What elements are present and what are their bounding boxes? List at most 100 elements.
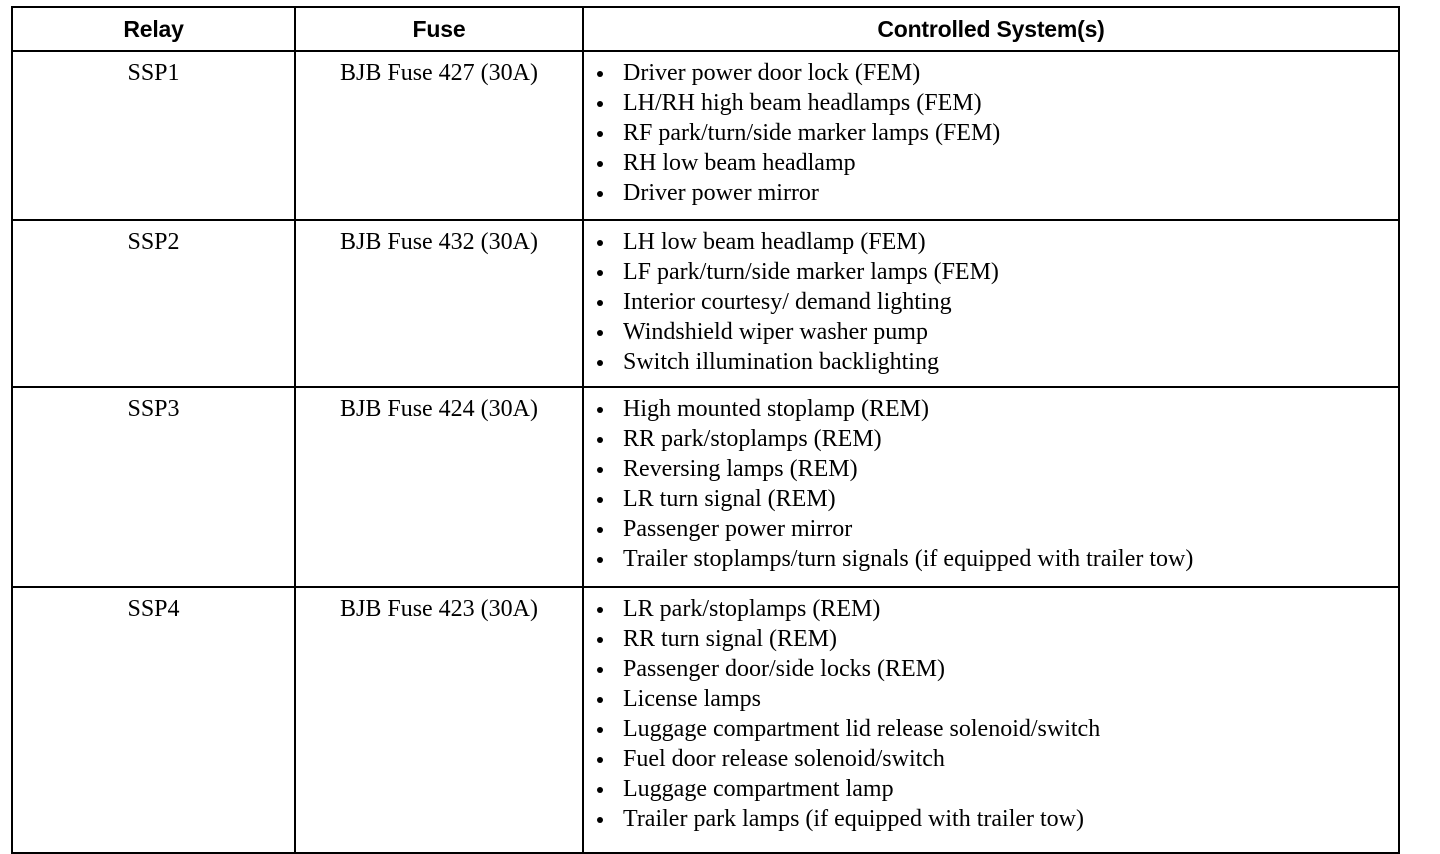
list-item-label: Driver power mirror — [623, 180, 819, 206]
bullet-icon — [597, 71, 603, 77]
bullet-icon — [597, 817, 603, 823]
list-item: Trailer park lamps (if equipped with tra… — [590, 804, 1392, 834]
bullet-icon — [597, 527, 603, 533]
bullet-icon — [597, 557, 603, 563]
column-header-fuse: Fuse — [294, 6, 584, 52]
table-row: SSP1 BJB Fuse 427 (30A) Driver power doo… — [11, 50, 1400, 221]
list-item: LH/RH high beam headlamps (FEM) — [590, 88, 1392, 118]
controlled-systems-list: LR park/stoplamps (REM) RR turn signal (… — [590, 594, 1392, 834]
table-header-row: Relay Fuse Controlled System(s) — [11, 6, 1400, 52]
list-item: License lamps — [590, 684, 1392, 714]
list-item-label: RF park/turn/side marker lamps (FEM) — [623, 120, 1001, 146]
list-item-label: Windshield wiper washer pump — [623, 319, 928, 345]
controlled-systems-cell: High mounted stoplamp (REM) RR park/stop… — [582, 386, 1400, 588]
list-item: Fuel door release solenoid/switch — [590, 744, 1392, 774]
relay-fuse-table: Relay Fuse Controlled System(s) SSP1 BJB… — [11, 6, 1400, 854]
list-item: Trailer stoplamps/turn signals (if equip… — [590, 544, 1392, 574]
controlled-systems-cell: LH low beam headlamp (FEM) LF park/turn/… — [582, 219, 1400, 388]
list-item: LR park/stoplamps (REM) — [590, 594, 1392, 624]
list-item-label: LR turn signal (REM) — [623, 486, 836, 512]
list-item: RR park/stoplamps (REM) — [590, 424, 1392, 454]
column-header-relay: Relay — [11, 6, 296, 52]
list-item-label: RH low beam headlamp — [623, 150, 856, 176]
bullet-icon — [597, 101, 603, 107]
list-item: Driver power mirror — [590, 178, 1392, 208]
list-item-label: RR park/stoplamps (REM) — [623, 426, 882, 452]
list-item-label: Trailer park lamps (if equipped with tra… — [623, 806, 1084, 832]
list-item-label: Switch illumination backlighting — [623, 349, 939, 375]
controlled-systems-list: LH low beam headlamp (FEM) LF park/turn/… — [590, 227, 1392, 377]
bullet-icon — [597, 757, 603, 763]
list-item: Reversing lamps (REM) — [590, 454, 1392, 484]
list-item: Passenger power mirror — [590, 514, 1392, 544]
controlled-systems-list: High mounted stoplamp (REM) RR park/stop… — [590, 394, 1392, 574]
relay-name: SSP2 — [11, 219, 296, 388]
list-item-label: RR turn signal (REM) — [623, 626, 837, 652]
list-item: Luggage compartment lid release solenoid… — [590, 714, 1392, 744]
fuse-name: BJB Fuse 427 (30A) — [294, 50, 584, 221]
document-page: Relay Fuse Controlled System(s) SSP1 BJB… — [11, 6, 1400, 854]
bullet-icon — [597, 467, 603, 473]
list-item-label: High mounted stoplamp (REM) — [623, 396, 929, 422]
bullet-icon — [597, 191, 603, 197]
list-item-label: Passenger door/side locks (REM) — [623, 656, 945, 682]
fuse-name: BJB Fuse 423 (30A) — [294, 586, 584, 854]
list-item-label: LF park/turn/side marker lamps (FEM) — [623, 259, 999, 285]
controlled-systems-cell: LR park/stoplamps (REM) RR turn signal (… — [582, 586, 1400, 854]
bullet-icon — [597, 270, 603, 276]
bullet-icon — [597, 497, 603, 503]
list-item: Windshield wiper washer pump — [590, 317, 1392, 347]
list-item-label: Interior courtesy/ demand lighting — [623, 289, 952, 315]
list-item-label: Reversing lamps (REM) — [623, 456, 858, 482]
list-item: Luggage compartment lamp — [590, 774, 1392, 804]
list-item-label: LH/RH high beam headlamps (FEM) — [623, 90, 982, 116]
list-item-label: License lamps — [623, 686, 761, 712]
fuse-name: BJB Fuse 432 (30A) — [294, 219, 584, 388]
list-item: High mounted stoplamp (REM) — [590, 394, 1392, 424]
bullet-icon — [597, 330, 603, 336]
bullet-icon — [597, 727, 603, 733]
list-item: RH low beam headlamp — [590, 148, 1392, 178]
relay-name: SSP1 — [11, 50, 296, 221]
list-item-label: Trailer stoplamps/turn signals (if equip… — [623, 546, 1194, 572]
bullet-icon — [597, 407, 603, 413]
list-item: LF park/turn/side marker lamps (FEM) — [590, 257, 1392, 287]
bullet-icon — [597, 360, 603, 366]
list-item: LR turn signal (REM) — [590, 484, 1392, 514]
bullet-icon — [597, 637, 603, 643]
list-item-label: Fuel door release solenoid/switch — [623, 746, 945, 772]
list-item: RF park/turn/side marker lamps (FEM) — [590, 118, 1392, 148]
column-header-controlled-systems: Controlled System(s) — [582, 6, 1400, 52]
list-item-label: Driver power door lock (FEM) — [623, 60, 921, 86]
list-item-label: Passenger power mirror — [623, 516, 853, 542]
bullet-icon — [597, 300, 603, 306]
bullet-icon — [597, 787, 603, 793]
list-item: RR turn signal (REM) — [590, 624, 1392, 654]
bullet-icon — [597, 697, 603, 703]
list-item-label: LR park/stoplamps (REM) — [623, 596, 881, 622]
list-item-label: Luggage compartment lid release solenoid… — [623, 716, 1101, 742]
list-item: Driver power door lock (FEM) — [590, 58, 1392, 88]
table-row: SSP3 BJB Fuse 424 (30A) High mounted sto… — [11, 386, 1400, 588]
table-row: SSP4 BJB Fuse 423 (30A) LR park/stoplamp… — [11, 586, 1400, 854]
list-item: Switch illumination backlighting — [590, 347, 1392, 377]
controlled-systems-cell: Driver power door lock (FEM) LH/RH high … — [582, 50, 1400, 221]
list-item: LH low beam headlamp (FEM) — [590, 227, 1392, 257]
bullet-icon — [597, 131, 603, 137]
list-item-label: Luggage compartment lamp — [623, 776, 894, 802]
relay-name: SSP4 — [11, 586, 296, 854]
relay-name: SSP3 — [11, 386, 296, 588]
fuse-name: BJB Fuse 424 (30A) — [294, 386, 584, 588]
bullet-icon — [597, 607, 603, 613]
list-item: Interior courtesy/ demand lighting — [590, 287, 1392, 317]
bullet-icon — [597, 240, 603, 246]
controlled-systems-list: Driver power door lock (FEM) LH/RH high … — [590, 58, 1392, 208]
table-header: Relay Fuse Controlled System(s) — [11, 6, 1400, 52]
bullet-icon — [597, 667, 603, 673]
list-item-label: LH low beam headlamp (FEM) — [623, 229, 926, 255]
table-row: SSP2 BJB Fuse 432 (30A) LH low beam head… — [11, 219, 1400, 388]
table-body: SSP1 BJB Fuse 427 (30A) Driver power doo… — [11, 50, 1400, 854]
list-item: Passenger door/side locks (REM) — [590, 654, 1392, 684]
bullet-icon — [597, 161, 603, 167]
bullet-icon — [597, 437, 603, 443]
